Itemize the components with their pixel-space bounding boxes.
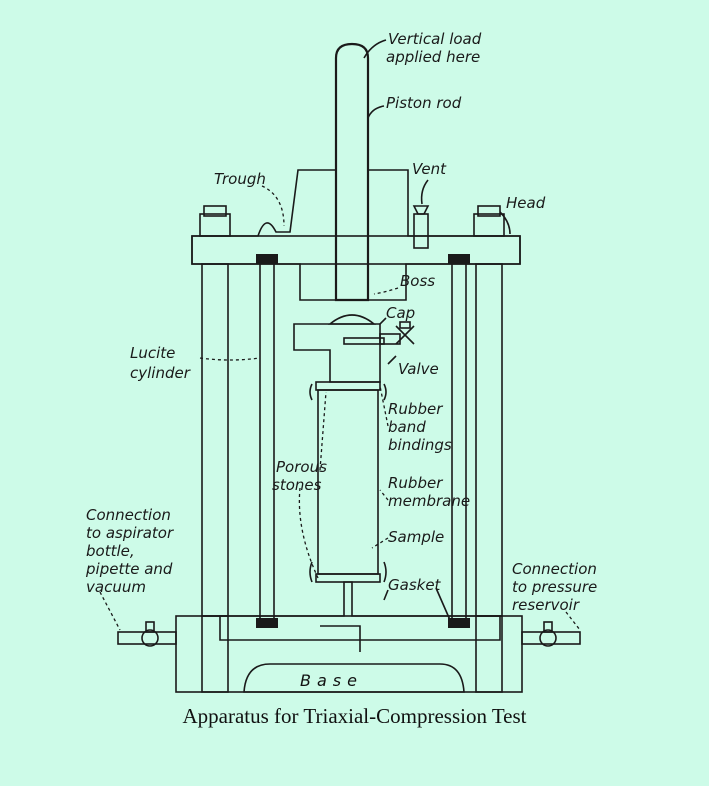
label-porous-2: stones <box>272 476 322 494</box>
label-piston-rod: Piston rod <box>386 94 462 112</box>
label-rubber-band-2: band <box>388 418 426 436</box>
head <box>191 169 521 301</box>
label-conn-left-2: to aspirator <box>86 524 174 542</box>
vent <box>412 205 430 249</box>
leader-lines <box>99 39 581 631</box>
label-valve: Valve <box>398 360 439 378</box>
label-cap: Cap <box>386 304 415 322</box>
valve <box>379 321 415 345</box>
label-vertical-load-2: applied here <box>386 48 480 66</box>
label-rubber-membrane-1: Rubber <box>388 474 443 492</box>
figure-caption: Apparatus for Triaxial-Compression Test <box>182 704 527 728</box>
label-conn-left-1: Connection <box>86 506 171 524</box>
left-connection-fitting <box>117 621 177 647</box>
label-conn-left-5: vacuum <box>86 578 146 596</box>
label-conn-left-4: pipette and <box>85 560 173 578</box>
lucite-cylinder <box>256 254 470 628</box>
sample <box>309 381 387 583</box>
label-lucite-2: cylinder <box>130 364 191 382</box>
label-conn-right-3: reservoir <box>512 596 580 614</box>
piston-rod <box>334 42 370 302</box>
label-conn-right-1: Connection <box>512 560 597 578</box>
label-rubber-band-1: Rubber <box>388 400 443 418</box>
label-vertical-load-1: Vertical load <box>388 30 482 48</box>
label-porous-1: Porous <box>276 458 327 476</box>
label-rubber-membrane-2: membrane <box>388 492 470 510</box>
label-head: Head <box>506 194 546 212</box>
base <box>175 581 523 693</box>
label-conn-left-3: bottle, <box>86 542 135 560</box>
label-sample: Sample <box>388 528 444 546</box>
right-connection-fitting <box>521 621 581 647</box>
label-rubber-band-3: bindings <box>388 436 452 454</box>
label-trough: Trough <box>214 170 266 188</box>
label-gasket: Gasket <box>388 576 442 594</box>
label-base: Base <box>300 671 363 690</box>
cap <box>293 314 385 383</box>
label-conn-right-2: to pressure <box>512 578 597 596</box>
left-tie-rod <box>199 205 231 693</box>
label-lucite-1: Lucite <box>130 344 175 362</box>
label-boss: Boss <box>400 272 435 290</box>
label-vent: Vent <box>412 160 447 178</box>
